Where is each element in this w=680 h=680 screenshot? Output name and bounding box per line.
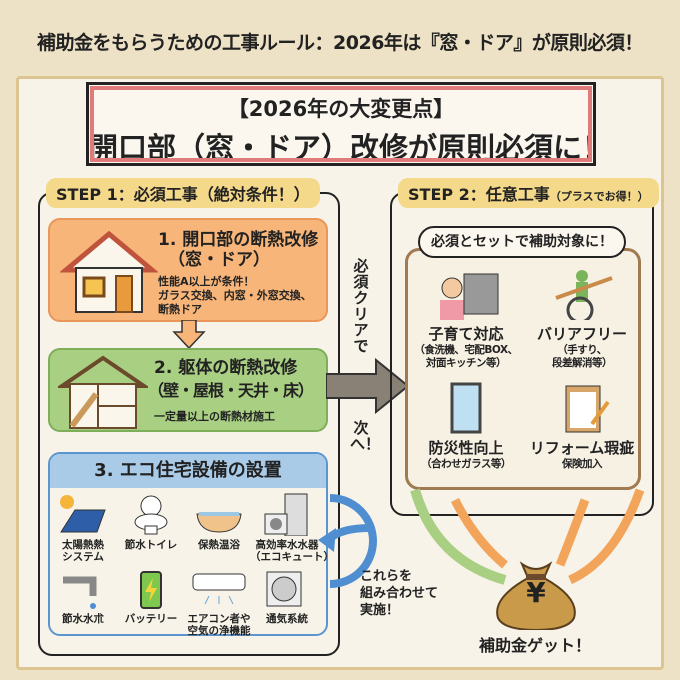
card1-note3: 断熱ドア (158, 303, 202, 316)
card-eco-equipment: 3. エコ住宅設備の設置 (48, 452, 328, 636)
money-bag-icon (496, 561, 576, 630)
combine-text: これらを 組み合わせて 実施！ (360, 568, 438, 619)
headline-line2: 開口部（窓・ドア）改修が原則必須に！ (89, 131, 612, 165)
optional-item: 防災性向上（合わせガラス等） (408, 380, 524, 471)
card1-title: 1. 開口部の断熱改修 (158, 230, 319, 250)
bathtub-icon (196, 512, 242, 533)
optional-item-title: 子育て対応 (428, 325, 504, 343)
card2-title: 2. 躯体の断熱改修 (154, 358, 298, 378)
optional-item-title: リフォーム瑕疵 (529, 439, 635, 457)
card3-title: 3. エコ住宅設備の設置 (94, 460, 282, 481)
right-arrow-icon (326, 358, 410, 414)
eco-item-sublabel: （エコキュート） (250, 551, 334, 563)
card1-note2: ガラス交換、内窓・外窓交換、 (158, 289, 312, 302)
optional-item-sub1: （合わせガラス等） (421, 458, 511, 470)
eco-item-label: 節水水朮 (62, 613, 104, 625)
dishwasher-child-icon (440, 273, 499, 320)
window-glass-icon (450, 382, 482, 434)
optional-item: バリアフリー（手すり、段差解消等） (524, 266, 640, 370)
eco-item-label: エアコン者や (187, 613, 251, 625)
eco-item-label: 高効率水水器 (255, 539, 319, 551)
yen-symbol: ¥ (526, 576, 546, 609)
card1-subtitle: （窓・ドア） (168, 250, 270, 270)
optional-item-sub2: 段差解消等） (552, 357, 613, 369)
eco-item: 高効率水水器（エコキュート） (250, 492, 334, 563)
house-cutaway-icon (58, 355, 148, 429)
faucet-icon (63, 576, 97, 609)
headline-line1: 【2026年の大変更点】 (227, 97, 455, 121)
optional-item: リフォーム瑕疵保険加入 (524, 380, 640, 471)
headline-box: 【2026年の大変更点】 開口部（窓・ドア）改修が原則必須に！ (86, 82, 612, 166)
water-heater-icon (264, 493, 308, 536)
solar-panel-icon (60, 495, 106, 533)
card2-subtitle: （壁・屋根・天井・床） (148, 381, 314, 400)
eco-item: 保熱温浴 (182, 492, 256, 551)
step2-label-small: （プラスでお得！） (549, 190, 649, 203)
house-icon (60, 230, 158, 313)
down-arrow-icon (172, 320, 206, 350)
step1-label: STEP 1：必須工事（絶対条件！） (46, 178, 320, 208)
battery-icon (140, 571, 162, 609)
speech-bubble: 必須とセットで補助対象に！ (418, 226, 626, 258)
optional-item-title: 防災性向上 (428, 439, 504, 457)
ventilation-icon (266, 571, 302, 607)
eco-item: 太陽熱熱システム (46, 492, 120, 563)
eco-item-label: 通気系統 (266, 613, 308, 625)
flow-text-2: 次へ！ (350, 419, 381, 453)
optional-item-sub2: 対面キッチン等） (426, 357, 507, 369)
optional-item-sub1: （食洗機、宅配BOX、 (414, 344, 518, 356)
eco-item-sublabel: 空気の浄機能 (187, 625, 251, 637)
step2-label: STEP 2：任意工事（プラスでお得！） (398, 178, 659, 208)
eco-item-label: 保熱温浴 (198, 539, 240, 551)
eco-item-label: バッテリー (124, 613, 178, 625)
page-title: 補助金をもらうための工事ルール：2026年は『窓・ドア』が原則必須！ (37, 32, 643, 54)
clipboard-icon (565, 385, 610, 433)
combine-line2: 組み合わせて (360, 586, 439, 601)
converging-arrows (410, 488, 645, 585)
eco-item-label: 節水トイレ (124, 539, 178, 551)
optional-item-sub1: （手すり、 (557, 344, 607, 356)
eco-item: 通気系統 (250, 566, 324, 625)
combine-line3: 実施！ (360, 603, 400, 618)
eco-item-label: 太陽熱熱 (62, 539, 104, 551)
optional-item-sub1: 保険加入 (562, 458, 603, 470)
card-openings: 1. 開口部の断熱改修 （窓・ドア） 性能A以上が条件！ ガラス交換、内窓・外窓… (48, 218, 328, 322)
card2-note: 一定量以上の断熱材施工 (154, 410, 275, 423)
cycle-arrows-icon (318, 494, 377, 588)
combine-line1: これらを (360, 569, 413, 584)
card-structure: 2. 躯体の断熱改修 （壁・屋根・天井・床） 一定量以上の断熱材施工 (48, 348, 328, 432)
air-conditioner-icon (192, 573, 246, 605)
card1-note1: 性能A以上が条件！ (158, 275, 255, 288)
eco-item-sublabel: システム (62, 551, 104, 563)
eco-item: 節水水朮 (46, 566, 120, 625)
eco-item: 節水トイレ (114, 492, 188, 551)
toilet-icon (134, 495, 168, 535)
optional-item-title: バリアフリー (536, 325, 627, 343)
optional-item: 子育て対応（食洗機、宅配BOX、対面キッチン等） (408, 266, 524, 370)
eco-item: バッテリー (114, 566, 188, 625)
step2-label-main: STEP 2：任意工事 (408, 185, 550, 204)
flow-text-1: 必須クリアで (353, 257, 369, 355)
wheelchair-icon (555, 270, 613, 320)
eco-item: エアコン者や空気の浄機能 (182, 566, 256, 637)
result-label: 補助金ゲット！ (478, 636, 591, 655)
